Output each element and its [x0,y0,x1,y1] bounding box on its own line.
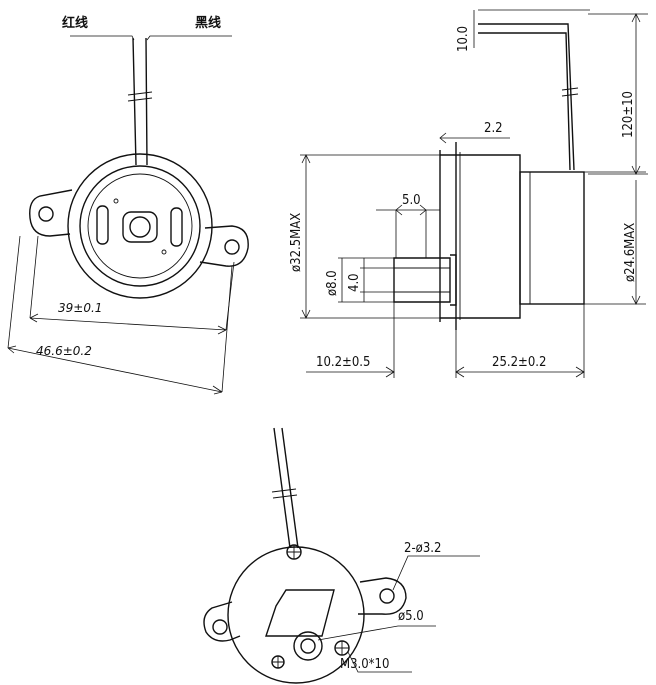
flat-width-label: 4.0 [347,273,362,292]
gear-diameter-label: ø24.6MAX [623,223,638,282]
hole-spacing-label: 39±0.1 [58,301,102,315]
boss-diameter-label: ø5.0 [398,609,424,624]
red-wire-label: 红线 [62,15,88,31]
mount-holes-label: 2-ø3.2 [404,541,441,556]
rear-view: 2-ø3.2 ø5.0 M3.0*10 [203,427,480,684]
front-view: 红线 黑线 39±0.1 46.6±0.2 [7,15,249,395]
flange-width-label: 46.6±0.2 [36,344,92,358]
wire-length-label: 120±10 [621,91,636,138]
black-wire-label: 黑线 [195,15,221,31]
shaft-length-label: 10.2±0.5 [316,355,370,370]
flat-length-label: 5.0 [402,193,421,208]
shaft-diameter-label: ø8.0 [325,270,340,296]
body-diameter-label: ø32.5MAX [289,213,304,272]
side-view: 10.0 120±10 2.2 5.0 ø32.5MAX ø8.0 [289,9,648,378]
screw-label: M3.0*10 [340,657,389,672]
shoulder-label: 2.2 [484,121,503,136]
wire-offset-label: 10.0 [456,26,471,52]
body-length-label: 25.2±0.2 [492,355,546,370]
